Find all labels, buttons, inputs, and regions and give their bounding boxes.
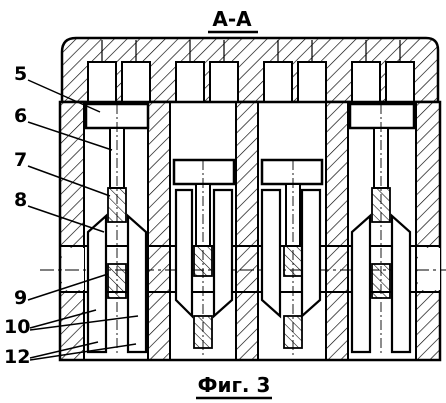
callout-12: 12 [4,346,30,368]
callout-8: 8 [14,189,27,211]
piston-assembly [84,102,416,356]
callout-10: 10 [4,316,30,338]
figure-caption: Фиг. 3 [198,373,271,397]
top-housing [60,36,440,104]
callout-6: 6 [14,105,27,127]
callout-7: 7 [14,149,27,171]
callouts: 5 6 7 8 9 10 12 [4,63,139,368]
callout-9: 9 [14,287,27,309]
callout-5: 5 [14,63,27,85]
section-label: А-А [212,7,252,31]
